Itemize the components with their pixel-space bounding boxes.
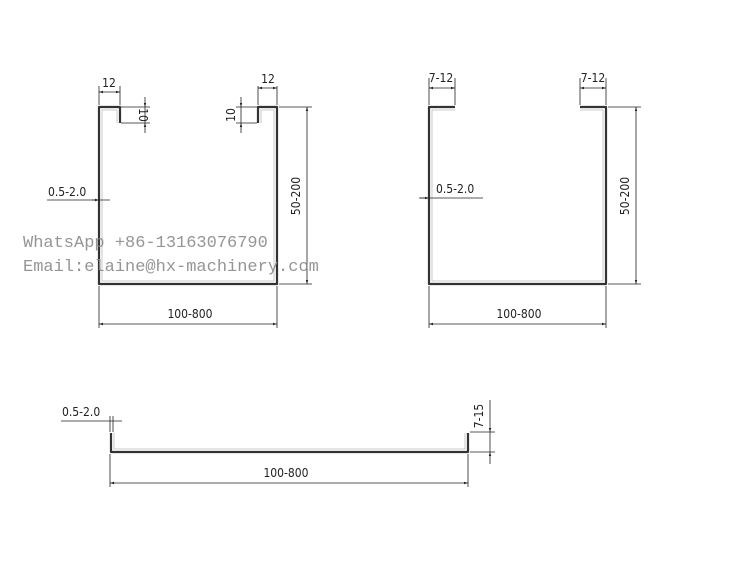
profile-3-shallow-tray: 0.5-2.0 7-15 100-800 <box>61 400 495 487</box>
dim-height-2: 50-200 <box>618 177 632 215</box>
profile-2-flanged-channel: 7-12 7-12 0.5-2.0 50-200 100-800 <box>419 71 641 328</box>
dim-thickness-3: 0.5-2.0 <box>62 405 100 419</box>
dim-width-1: 100-800 <box>167 307 212 321</box>
dim-width-2: 100-800 <box>496 307 541 321</box>
dim-lip-height: 7-15 <box>472 404 486 429</box>
watermark-email: Email:elaine@hx-machinery.com <box>23 258 319 277</box>
dim-height-1: 50-200 <box>289 177 303 215</box>
dim-width-3: 100-800 <box>263 466 308 480</box>
dim-flange-right: 7-12 <box>581 71 606 85</box>
dim-flange-right: 12 <box>261 72 275 86</box>
dim-return-left: 10 <box>136 108 150 122</box>
dim-thickness-2: 0.5-2.0 <box>436 182 474 196</box>
dim-return-right: 10 <box>224 108 238 122</box>
dim-thickness-1: 0.5-2.0 <box>48 185 86 199</box>
dim-flange-left: 12 <box>102 76 116 90</box>
dim-flange-left: 7-12 <box>429 71 454 85</box>
watermark-whatsapp: WhatsApp +86-13163076790 <box>23 234 268 253</box>
profile-1-lipped-channel: 12 12 10 10 0.5-2.0 50-200 100-800 <box>47 72 312 328</box>
